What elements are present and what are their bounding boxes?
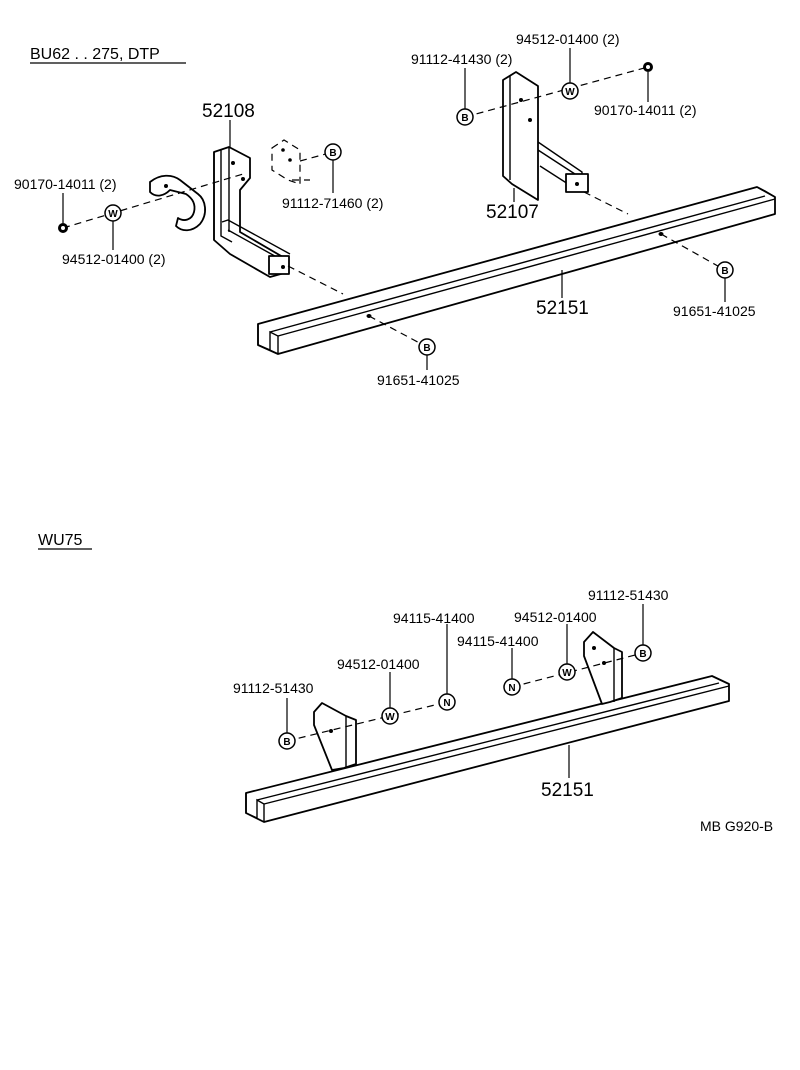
label-bottom-left-bolt: 91112-51430 xyxy=(233,680,314,696)
section-top: BU62 . . 275, DTP xyxy=(14,31,776,388)
label-bracket-right-part: 52107 xyxy=(486,202,539,223)
section-bottom: WU75 B W xyxy=(38,532,730,823)
bolt-beam-left-icon: B xyxy=(418,338,436,356)
label-bracket-left-part: 52108 xyxy=(202,101,255,122)
dash-beam-right-bolt xyxy=(660,233,726,271)
nut-right-icon xyxy=(643,62,653,72)
dash-bottom-right-hardware xyxy=(511,652,644,688)
label-beam-left-bolt: 91651-41025 xyxy=(377,372,460,388)
washer-bottom-right-icon: W xyxy=(558,663,576,681)
label-bracket-left-plate-bolt: 91112-71460 (2) xyxy=(282,195,383,211)
svg-text:W: W xyxy=(565,87,575,98)
svg-text:B: B xyxy=(283,737,290,748)
svg-text:N: N xyxy=(508,683,515,694)
dash-bottom-left-hardware xyxy=(286,701,448,742)
bolt-bottom-right-icon: B xyxy=(634,644,652,662)
bolt-plate-icon: B xyxy=(324,143,342,161)
svg-text:B: B xyxy=(461,113,468,124)
dash-left-bracket-beam xyxy=(287,265,344,295)
washer-bottom-left-icon: W xyxy=(381,707,399,725)
label-beam-top-part: 52151 xyxy=(536,298,589,319)
bracket-bottom-right xyxy=(583,631,623,705)
bracket-right-hole xyxy=(519,98,523,102)
dash-right-bracket-beam xyxy=(583,191,629,215)
label-bottom-right-bolt: 91112-51430 xyxy=(588,587,669,603)
nut-bottom-right-icon: N xyxy=(503,678,521,696)
nut-bottom-left-icon: N xyxy=(438,693,456,711)
nut-left-icon xyxy=(58,223,68,233)
dash-beam-left-bolt xyxy=(368,315,428,348)
label-bracket-right-washer: 94512-01400 (2) xyxy=(516,31,620,47)
svg-text:B: B xyxy=(423,343,430,354)
svg-text:B: B xyxy=(639,649,646,660)
dash-left-hardware xyxy=(62,173,244,229)
svg-text:W: W xyxy=(108,209,118,220)
label-beam-right-bolt: 91651-41025 xyxy=(673,303,756,319)
beam-bottom xyxy=(245,675,730,823)
bracket-left-52108 xyxy=(213,146,291,278)
tow-hook-left xyxy=(149,174,206,232)
beam-top xyxy=(257,186,776,355)
figure-code: MB G920-B xyxy=(700,818,773,834)
dash-right-hardware xyxy=(464,66,649,118)
svg-text:W: W xyxy=(562,668,572,679)
label-bottom-left-washer: 94512-01400 xyxy=(337,656,420,672)
label-bracket-left-washer: 94512-01400 (2) xyxy=(62,251,166,267)
svg-text:N: N xyxy=(443,698,450,709)
label-bottom-left-nut: 94115-41400 xyxy=(393,610,475,626)
label-bracket-right-nut: 90170-14011 (2) xyxy=(594,102,696,118)
section-top-title: BU62 . . 275, DTP xyxy=(30,46,160,63)
bolt-bottom-left-icon: B xyxy=(278,732,296,750)
bracket-left-hole xyxy=(231,161,235,165)
label-bottom-right-nut: 94115-41400 xyxy=(457,633,539,649)
bolt-beam-right-icon: B xyxy=(716,261,734,279)
washer-right-icon: W xyxy=(561,82,579,100)
label-beam-bottom-part: 52151 xyxy=(541,780,594,801)
svg-text:W: W xyxy=(385,712,395,723)
section-bottom-title: WU75 xyxy=(38,532,83,549)
washer-left-icon: W xyxy=(104,204,122,222)
svg-text:B: B xyxy=(329,148,336,159)
bracket-bottom-left xyxy=(313,702,357,771)
plate-left xyxy=(271,139,310,185)
label-bracket-left-nut: 90170-14011 (2) xyxy=(14,176,116,192)
label-bracket-right-upper-bolt: 91112-41430 (2) xyxy=(411,51,512,67)
bolt-right-upper-icon: B xyxy=(456,108,474,126)
label-bottom-right-washer: 94512-01400 xyxy=(514,609,597,625)
svg-text:B: B xyxy=(721,266,728,277)
